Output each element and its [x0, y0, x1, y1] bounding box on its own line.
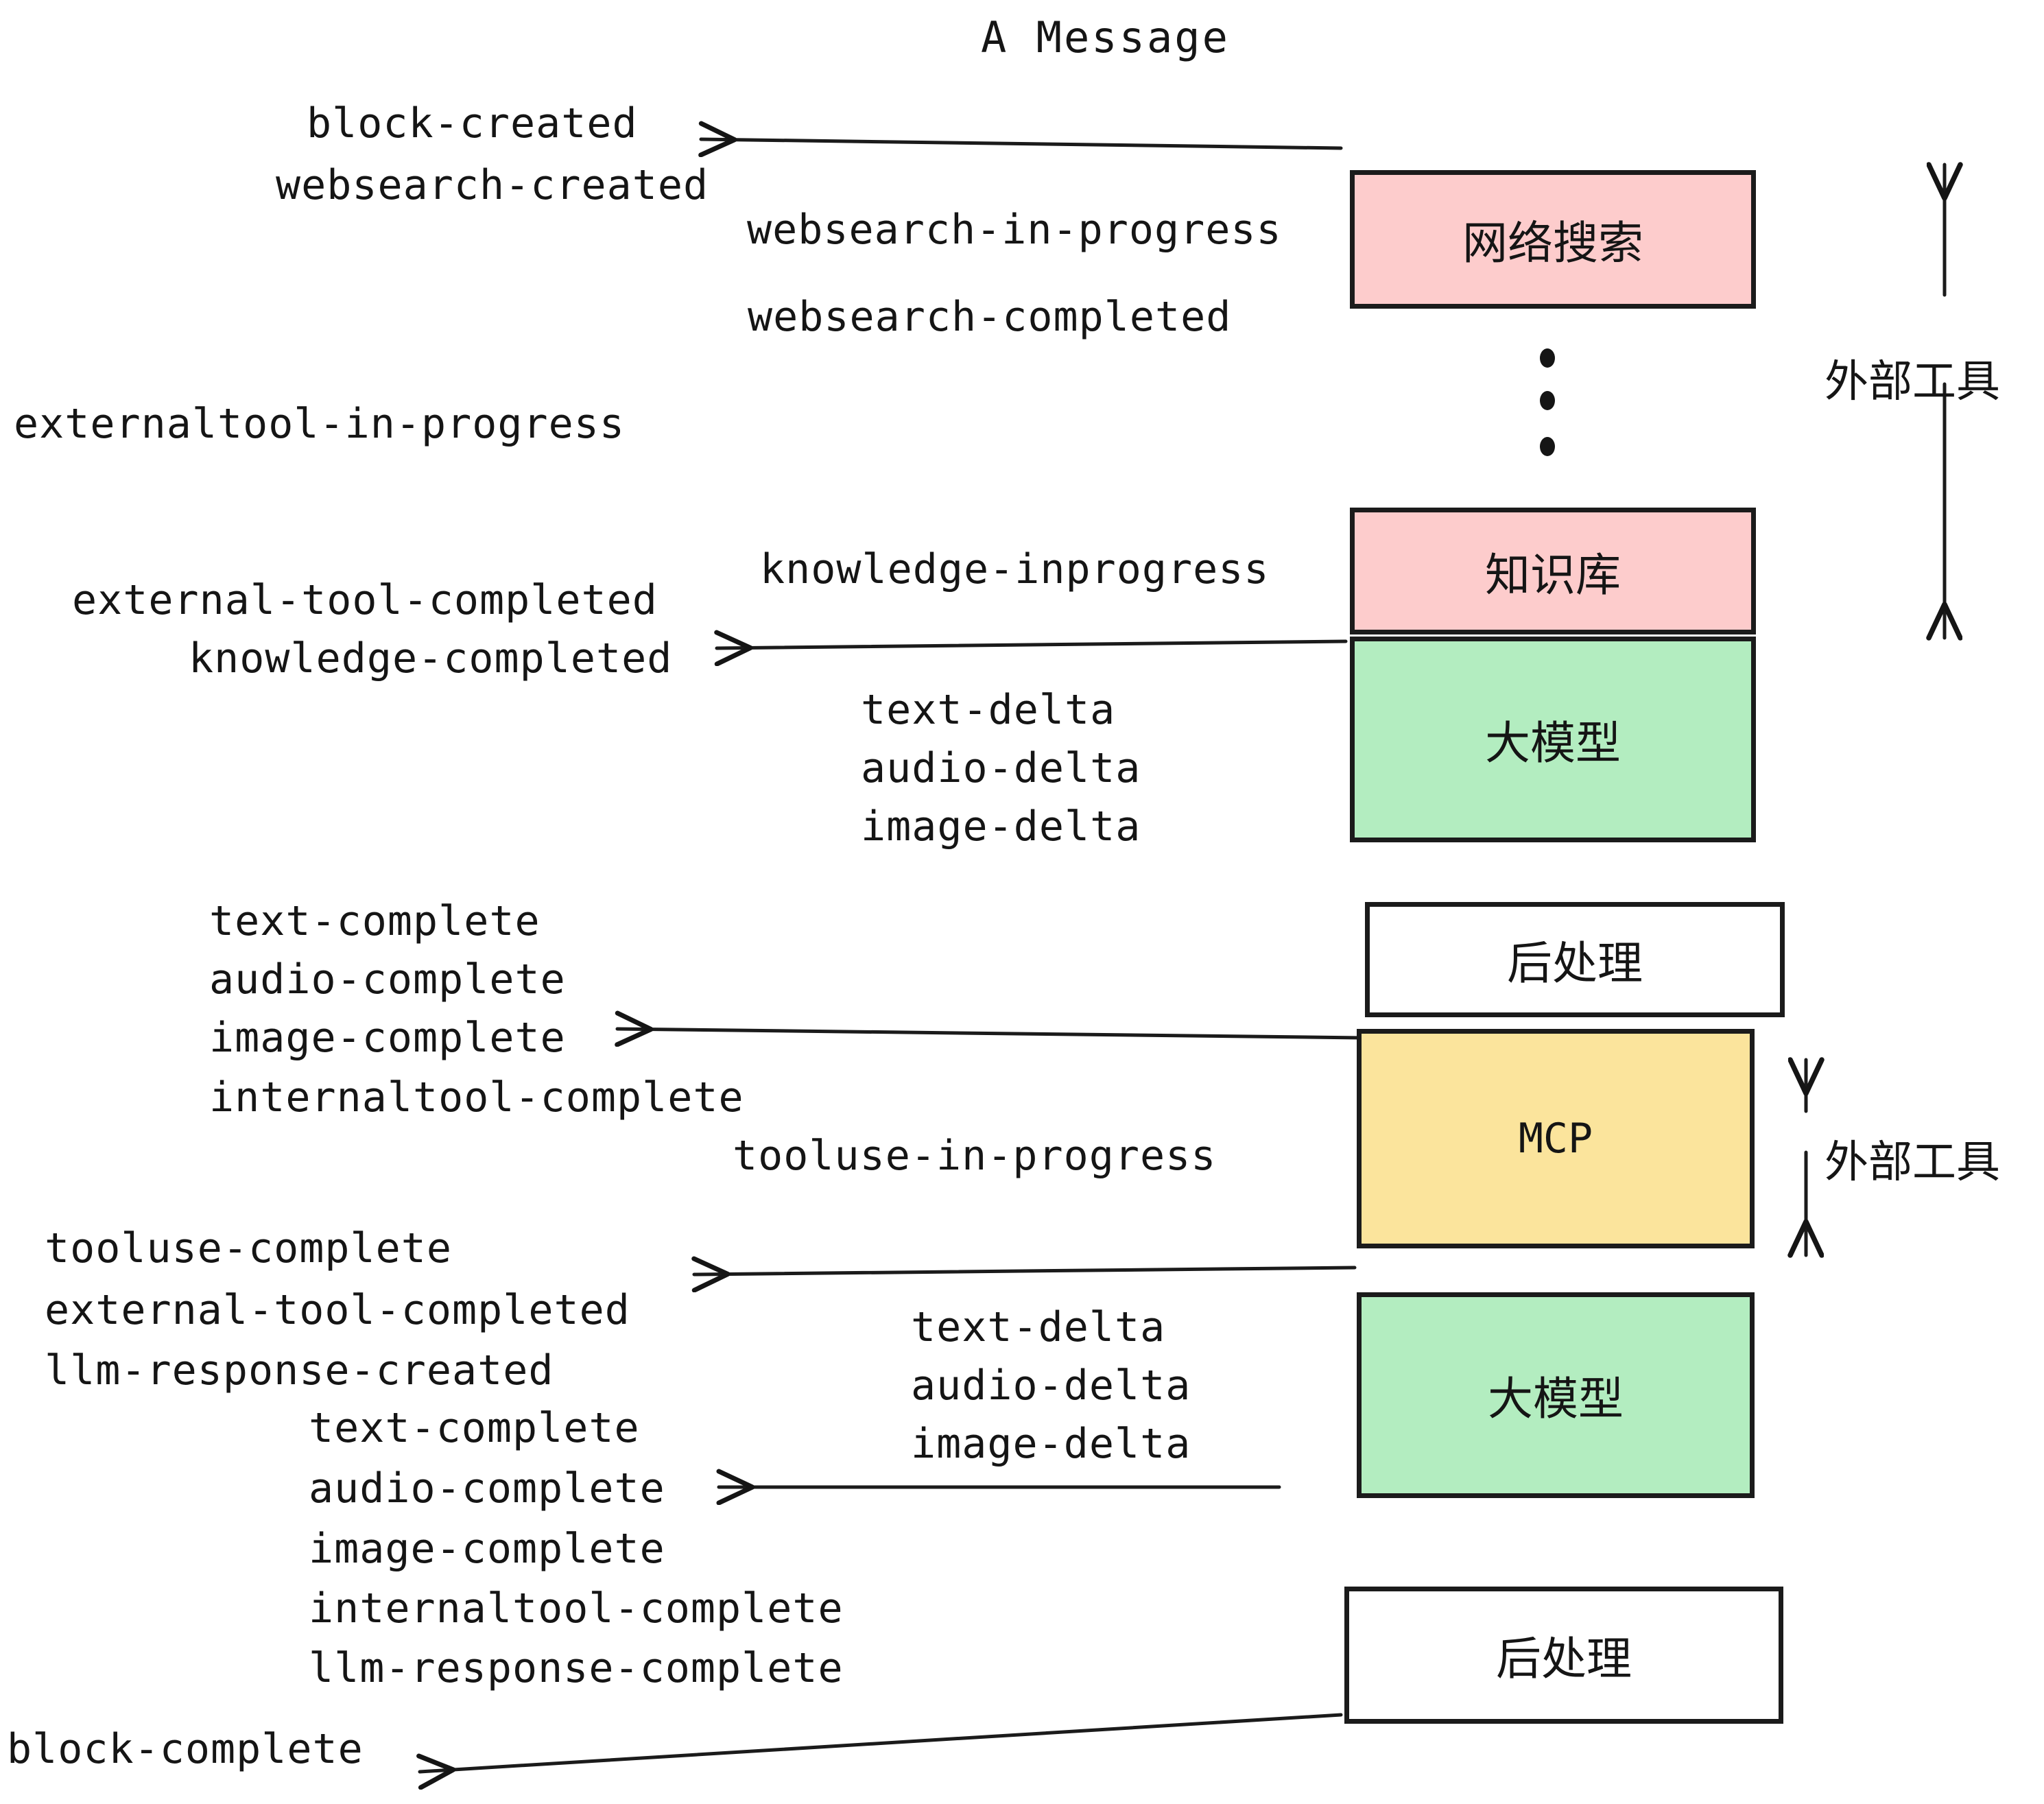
event-label-block-created: block-created: [307, 99, 638, 147]
event-label-image-complete-1: image-complete: [209, 1014, 566, 1062]
event-label-knowledge-completed: knowledge-completed: [189, 634, 673, 683]
event-label-tooluse-in-progress: tooluse-in-progress: [733, 1132, 1217, 1180]
event-label-llm-response-complete: llm-response-complete: [309, 1644, 844, 1692]
arrow-websearch-created: [701, 139, 1343, 148]
event-label-external-tool-completed-2: external-tool-completed: [45, 1286, 630, 1334]
event-label-text-complete-1: text-complete: [209, 897, 540, 945]
event-label-tooluse-complete: tooluse-complete: [45, 1224, 452, 1272]
event-label-websearch-in-progress: websearch-in-progress: [747, 206, 1282, 254]
ellipsis-dot-3: [1540, 437, 1555, 456]
event-label-image-delta-1: image-delta: [861, 803, 1141, 851]
ellipsis-dot-1: [1540, 348, 1555, 368]
event-label-text-delta-1: text-delta: [861, 686, 1116, 734]
event-label-text-complete-2: text-complete: [309, 1404, 640, 1452]
event-label-image-complete-2: image-complete: [309, 1525, 665, 1573]
ellipsis-dot-2: [1540, 391, 1555, 410]
event-label-internaltool-complete-1: internaltool-complete: [209, 1073, 744, 1121]
arrow-tooluse-complete: [694, 1268, 1357, 1274]
event-label-audio-delta-2: audio-delta: [911, 1362, 1191, 1410]
event-label-image-delta-2: image-delta: [911, 1420, 1191, 1468]
node-postproc-top[interactable]: 后处理: [1365, 902, 1785, 1017]
arrow-layer: [420, 139, 1945, 1772]
event-label-audio-complete-1: audio-complete: [209, 956, 566, 1004]
node-mcp[interactable]: MCP: [1357, 1029, 1755, 1248]
node-postproc-bot[interactable]: 后处理: [1344, 1587, 1783, 1724]
event-label-websearch-created: websearch-created: [276, 161, 709, 209]
node-llm-bottom[interactable]: 大模型: [1357, 1292, 1755, 1498]
event-label-audio-delta-1: audio-delta: [861, 744, 1141, 792]
node-llm-top[interactable]: 大模型: [1350, 637, 1756, 842]
page-title: A Message: [981, 12, 1230, 62]
node-websearch[interactable]: 网络搜索: [1350, 170, 1756, 309]
arrow-image-complete: [617, 1029, 1364, 1038]
event-label-knowledge-inprogress: knowledge-inprogress: [760, 545, 1270, 593]
side-label-external-tools-bottom: 外部工具: [1825, 1137, 2000, 1188]
event-label-audio-complete-2: audio-complete: [309, 1464, 665, 1512]
event-label-external-tool-completed-1: external-tool-completed: [72, 576, 658, 624]
event-label-websearch-completed: websearch-completed: [748, 293, 1232, 341]
arrow-knowledge-completed: [717, 641, 1348, 648]
event-label-llm-response-created: llm-response-created: [45, 1346, 554, 1394]
node-knowledge[interactable]: 知识库: [1350, 508, 1756, 634]
arrow-block-complete: [420, 1713, 1343, 1772]
event-label-externaltool-in-progress: externaltool-in-progress: [14, 400, 625, 448]
event-label-text-delta-2: text-delta: [911, 1303, 1166, 1351]
event-label-block-complete: block-complete: [7, 1725, 364, 1773]
event-label-internaltool-complete-2: internaltool-complete: [309, 1585, 844, 1633]
side-label-external-tools-top: 外部工具: [1825, 357, 2000, 407]
